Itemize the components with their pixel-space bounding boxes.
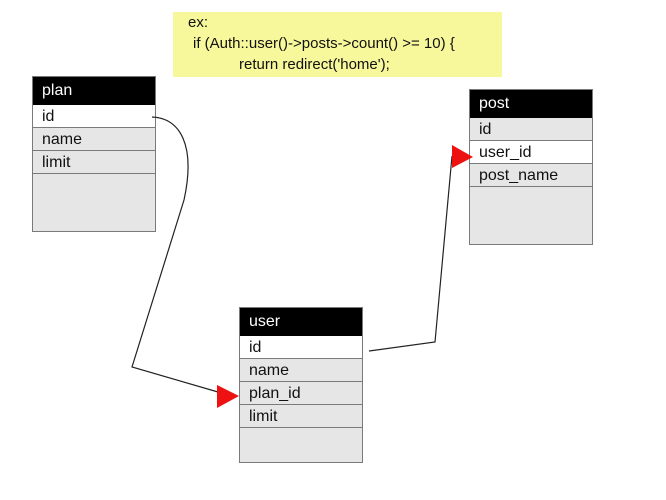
user-field-name[interactable]: name [240, 359, 362, 382]
code-note: ex: if (Auth::user()->posts->count() >= … [173, 12, 502, 77]
user-field-plan-id[interactable]: plan_id [240, 382, 362, 405]
post-field-id[interactable]: id [470, 118, 592, 141]
post-field-post-name[interactable]: post_name [470, 164, 592, 187]
plan-table[interactable]: plan id name limit [32, 76, 156, 232]
post-field-user-id[interactable]: user_id [470, 141, 592, 164]
plan-field-name[interactable]: name [33, 128, 155, 151]
plan-field-id[interactable]: id [33, 105, 155, 128]
note-line-1: ex: [188, 14, 209, 31]
note-line-3: return redirect('home'); [239, 56, 390, 73]
user-field-limit[interactable]: limit [240, 405, 362, 428]
note-line-2: if (Auth::user()->posts->count() >= 10) … [193, 35, 455, 52]
plan-field-limit[interactable]: limit [33, 151, 155, 174]
user-to-post-connector [368, 155, 453, 352]
user-field-id[interactable]: id [240, 336, 362, 359]
user-id-arrow-icon [452, 145, 473, 168]
user-table[interactable]: user id name plan_id limit [239, 307, 363, 463]
user-table-header: user [240, 308, 362, 336]
plan-to-user-connector [131, 116, 219, 393]
post-table[interactable]: post id user_id post_name [469, 89, 593, 245]
plan-table-header: plan [33, 77, 155, 105]
post-table-header: post [470, 90, 592, 118]
plan-id-arrow-icon [217, 385, 239, 408]
